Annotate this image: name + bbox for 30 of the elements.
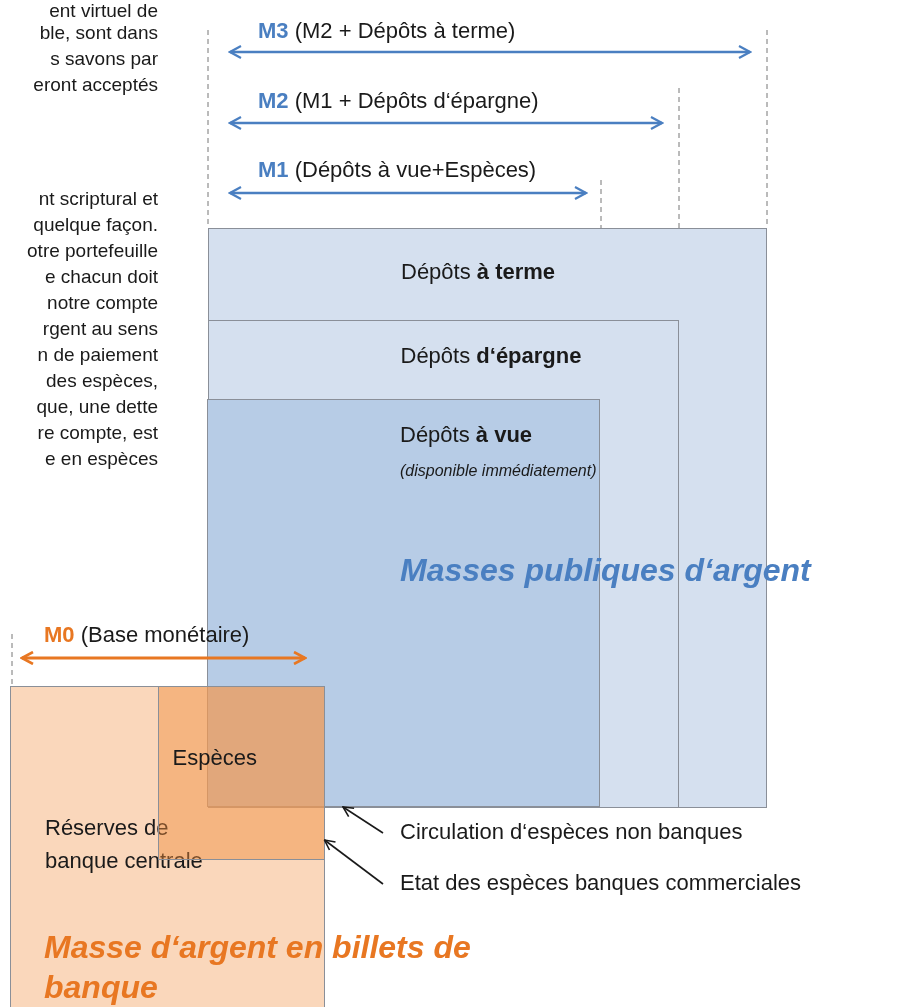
paragraph-line: rgent au sens (41, 318, 158, 340)
paragraph-line: notre compte (46, 292, 158, 314)
dimension-label: M0 (Base monétaire) (44, 622, 250, 648)
dimension-label: M3 (M2 + Dépôts à terme) (258, 18, 516, 44)
paragraph-line: n de paiement (36, 344, 158, 366)
reserve-box (10, 686, 325, 1007)
callout-label: Circulation d‘espèces non banques (400, 819, 743, 845)
leader-arrow (323, 839, 384, 885)
paragraph-line: eront acceptés (32, 74, 158, 96)
paragraph-line: ent virtuel de (48, 0, 158, 22)
dimension-label: M1 (Dépôts à vue+Espèces) (258, 157, 537, 183)
box-title: Dépôts à vue (400, 422, 533, 448)
paragraph-line: que, une dette (35, 396, 158, 418)
box-title: Dépôts à terme (401, 259, 556, 285)
paragraph-line: otre portefeuille (26, 240, 158, 262)
leader-arrow (342, 806, 384, 834)
box-title: Espèces (172, 744, 257, 771)
box-title: Dépôts d‘épargne (400, 342, 582, 369)
dimension-label: M2 (M1 + Dépôts d‘épargne) (258, 88, 539, 114)
paragraph-line: des espèces, (45, 370, 158, 392)
paragraph-line: s savons par (49, 48, 158, 70)
callout-label: Etat des espèces banques commerciales (400, 870, 802, 896)
paragraph-line: e chacun doit (43, 266, 158, 288)
paragraph-line: re compte, est (36, 422, 158, 444)
box-note: (disponible immédiatement) (400, 462, 597, 480)
paragraph-line: quelque façon. (32, 214, 158, 236)
paragraph-line: nt scriptural et (37, 188, 158, 210)
paragraph-line: ble, sont dans (38, 22, 158, 44)
group-title: Masse d‘argent en billets de banque (44, 928, 472, 1007)
paragraph-line: e en espèces (43, 448, 158, 470)
